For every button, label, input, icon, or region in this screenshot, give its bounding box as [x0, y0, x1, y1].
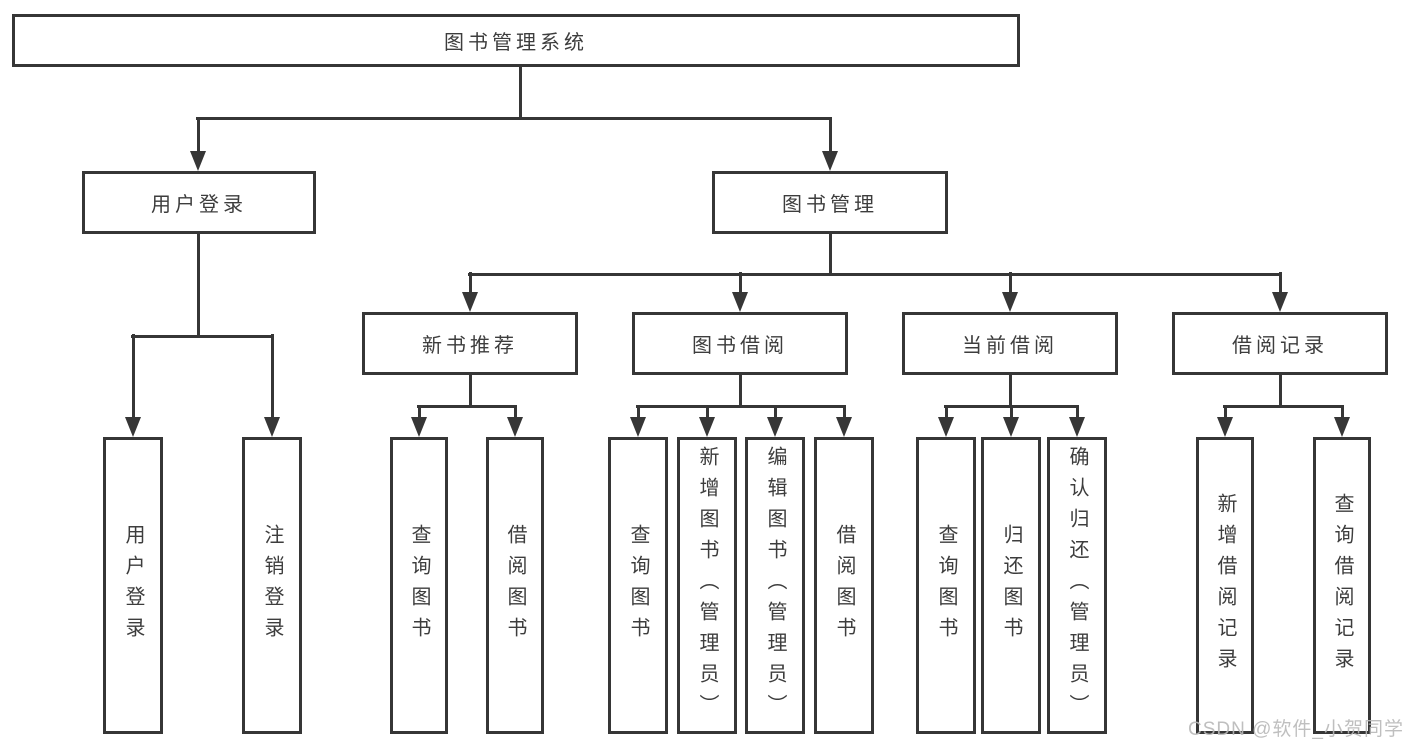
- connector-line-vertical: [1278, 375, 1282, 408]
- node-label: 用户登录: [151, 194, 247, 216]
- connector-line-horizontal: [636, 404, 846, 408]
- arrowhead-down-icon: [767, 417, 783, 437]
- leaf-label: 用户登录: [122, 523, 144, 648]
- connector-line-vertical: [1008, 272, 1012, 293]
- leaf-query-books-current: 查询图书: [916, 437, 976, 734]
- connector-line-vertical: [944, 405, 948, 418]
- connector-line-vertical: [705, 405, 709, 418]
- arrowhead-down-icon: [732, 292, 748, 312]
- leaf-label: 确认归还（管理员）: [1066, 446, 1088, 725]
- node-label: 借阅记录: [1232, 335, 1328, 357]
- arrowhead-down-icon: [462, 292, 478, 312]
- node-book-management: 图书管理: [712, 171, 948, 234]
- arrowhead-down-icon: [1217, 417, 1233, 437]
- connector-line-vertical: [842, 405, 846, 418]
- connector-line-vertical: [828, 117, 832, 152]
- arrowhead-down-icon: [699, 417, 715, 437]
- connector-line-vertical: [738, 272, 742, 293]
- connector-line-vertical: [1278, 272, 1282, 293]
- node-label: 当前借阅: [962, 335, 1058, 357]
- leaf-label: 查询图书: [935, 523, 957, 648]
- node-user-login: 用户登录: [82, 171, 316, 234]
- leaf-label: 查询图书: [627, 523, 649, 648]
- connector-line-vertical: [196, 232, 200, 337]
- node-book-borrowing: 图书借阅: [632, 312, 848, 375]
- leaf-label: 借阅图书: [833, 523, 855, 648]
- leaf-label: 借阅图书: [504, 523, 526, 648]
- connector-line-vertical: [1340, 405, 1344, 418]
- leaf-label: 新增借阅记录: [1214, 492, 1236, 679]
- leaf-logout: 注销登录: [242, 437, 302, 734]
- connector-line-horizontal: [468, 272, 1282, 276]
- arrowhead-down-icon: [190, 151, 206, 171]
- connector-line-vertical: [468, 272, 472, 293]
- leaf-label: 注销登录: [261, 523, 283, 648]
- leaf-query-borrow-record: 查询借阅记录: [1313, 437, 1371, 734]
- arrowhead-down-icon: [1069, 417, 1085, 437]
- node-borrowing-records: 借阅记录: [1172, 312, 1388, 375]
- connector-line-vertical: [196, 117, 200, 152]
- leaf-label: 编辑图书（管理员）: [764, 446, 786, 725]
- connector-line-horizontal: [417, 404, 517, 408]
- connector-line-vertical: [1075, 405, 1079, 418]
- leaf-label: 查询借阅记录: [1331, 492, 1353, 679]
- leaf-return-books: 归还图书: [981, 437, 1041, 734]
- leaf-user-login: 用户登录: [103, 437, 163, 734]
- node-label: 图书管理: [782, 194, 878, 216]
- node-current-borrowing: 当前借阅: [902, 312, 1118, 375]
- arrowhead-down-icon: [630, 417, 646, 437]
- arrowhead-down-icon: [836, 417, 852, 437]
- connector-line-vertical: [513, 405, 517, 418]
- arrowhead-down-icon: [1334, 417, 1350, 437]
- arrowhead-down-icon: [938, 417, 954, 437]
- node-label: 新书推荐: [422, 335, 518, 357]
- arrowhead-down-icon: [822, 151, 838, 171]
- leaf-borrow-books-recommend: 借阅图书: [486, 437, 544, 734]
- connector-line-vertical: [518, 67, 522, 120]
- connector-line-horizontal: [944, 404, 1079, 408]
- connector-line-horizontal: [131, 334, 274, 338]
- leaf-query-books-recommend: 查询图书: [390, 437, 448, 734]
- connector-line-vertical: [468, 375, 472, 408]
- csdn-watermark: CSDN @软件_小贺同学: [1188, 719, 1404, 740]
- connector-line-vertical: [636, 405, 640, 418]
- connector-line-vertical: [1223, 405, 1227, 418]
- node-library-management-system: 图书管理系统: [12, 14, 1020, 67]
- node-label: 图书管理系统: [444, 32, 588, 54]
- connector-line-vertical: [417, 405, 421, 418]
- node-label: 图书借阅: [692, 335, 788, 357]
- connector-line-vertical: [1009, 405, 1013, 418]
- leaf-label: 新增图书（管理员）: [696, 446, 718, 725]
- leaf-borrow-books-borrowing: 借阅图书: [814, 437, 874, 734]
- arrowhead-down-icon: [411, 417, 427, 437]
- connector-line-vertical: [1008, 375, 1012, 408]
- arrowhead-down-icon: [507, 417, 523, 437]
- leaf-confirm-return-admin: 确认归还（管理员）: [1047, 437, 1107, 734]
- connector-line-vertical: [773, 405, 777, 418]
- arrowhead-down-icon: [1003, 417, 1019, 437]
- arrowhead-down-icon: [1272, 292, 1288, 312]
- connector-line-vertical: [738, 375, 742, 408]
- arrowhead-down-icon: [264, 417, 280, 437]
- leaf-query-books-borrowing: 查询图书: [608, 437, 668, 734]
- connector-line-horizontal: [196, 116, 832, 120]
- connector-line-vertical: [270, 334, 274, 418]
- leaf-label: 查询图书: [408, 523, 430, 648]
- leaf-add-books-admin: 新增图书（管理员）: [677, 437, 737, 734]
- arrowhead-down-icon: [125, 417, 141, 437]
- connector-line-horizontal: [1223, 404, 1343, 408]
- node-new-book-recommend: 新书推荐: [362, 312, 578, 375]
- connector-line-vertical: [828, 233, 832, 275]
- leaf-edit-books-admin: 编辑图书（管理员）: [745, 437, 805, 734]
- connector-line-vertical: [131, 334, 135, 418]
- arrowhead-down-icon: [1002, 292, 1018, 312]
- leaf-add-borrow-record: 新增借阅记录: [1196, 437, 1254, 734]
- leaf-label: 归还图书: [1000, 523, 1022, 648]
